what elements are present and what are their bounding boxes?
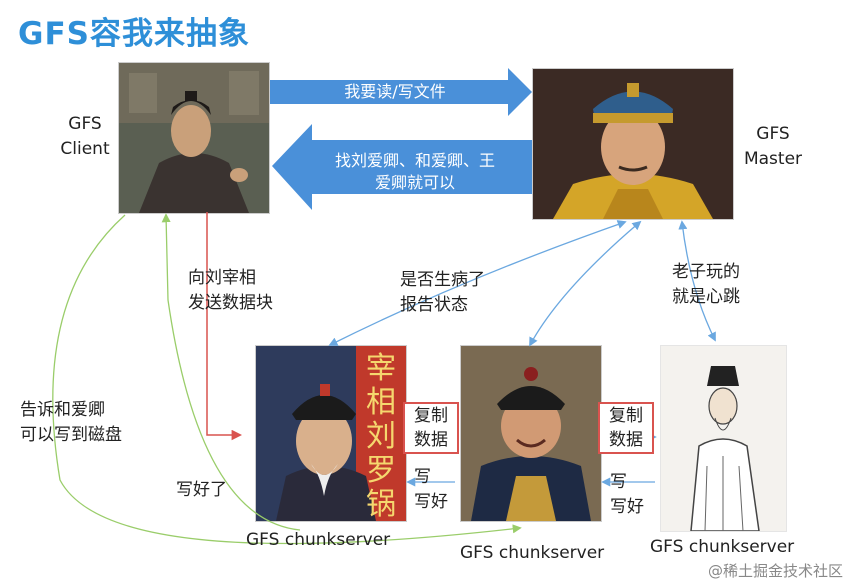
master-label-line2: Master (743, 149, 803, 169)
read-write-text: 我要读/写文件 (344, 82, 446, 101)
send-block-line1: 向刘宰相 (188, 268, 256, 288)
sick-report-line2: 报告状态 (400, 295, 468, 315)
chunkserver-1-portrait: 宰相刘罗锅 (255, 345, 407, 522)
written-label: 写好了 (176, 480, 227, 500)
read-write-arrow (270, 68, 532, 116)
master-portrait (532, 68, 734, 220)
replicate-box-2: 复制 数据 (598, 402, 654, 454)
chunkserver-1-label: GFS chunkserver (246, 530, 391, 550)
chunkserver-3-portrait (660, 345, 787, 532)
chunkserver-3-label: GFS chunkserver (650, 537, 795, 557)
heartbeat-line2: 就是心跳 (672, 287, 740, 307)
master-label: GFS Master (738, 122, 808, 172)
return-text: 找刘爱卿、和爱卿、王 爱卿就可以 (300, 150, 530, 194)
replicate-box-1-line1: 复制 (414, 406, 448, 426)
written-return-line (161, 213, 301, 531)
write-label-2-line1: 写 (610, 472, 627, 492)
client-label-line2: Client (60, 139, 110, 159)
client-portrait (118, 62, 270, 214)
heartbeat-line (678, 220, 716, 342)
replicate-box-2-line2: 数据 (609, 430, 643, 450)
write-label-1-line2: 写好 (414, 492, 448, 512)
master-label-line1: GFS (756, 124, 790, 144)
sick-report-line1: 是否生病了 (400, 270, 485, 290)
client-label: GFS Client (55, 112, 115, 162)
write-label-1-line1: 写 (414, 467, 431, 487)
chunkserver-2-portrait (460, 345, 602, 522)
poster-title: 宰相刘罗锅 (366, 351, 396, 522)
tell-disk-line (52, 214, 522, 545)
send-block-line (206, 212, 243, 441)
status-report-line-2 (529, 220, 642, 347)
return-text-line2: 爱卿就可以 (374, 173, 455, 192)
chunkserver-2-label: GFS chunkserver (460, 543, 605, 563)
sick-report-label: 是否生病了 报告状态 (400, 268, 485, 318)
write-label-1: 写 写好 (410, 465, 448, 515)
tell-disk-line2: 可以写到磁盘 (20, 425, 122, 445)
tell-disk-label: 告诉和爱卿 可以写到磁盘 (20, 398, 122, 448)
return-arrow (272, 124, 532, 210)
write-label-2: 写 写好 (606, 470, 644, 520)
return-text-line1: 找刘爱卿、和爱卿、王 (334, 151, 495, 170)
heartbeat-label: 老子玩的 就是心跳 (672, 260, 740, 310)
slide-title: GFS容我来抽象 (18, 16, 250, 52)
tell-disk-line1: 告诉和爱卿 (20, 400, 105, 420)
heartbeat-line1: 老子玩的 (672, 262, 740, 282)
replicate-box-2-line1: 复制 (609, 406, 643, 426)
write-label-2-line2: 写好 (610, 497, 644, 517)
send-block-line2: 发送数据块 (188, 293, 273, 313)
watermark: @稀土掘金技术社区 (708, 562, 844, 580)
replicate-box-1-line2: 数据 (414, 430, 448, 450)
send-block-label: 向刘宰相 发送数据块 (188, 266, 273, 316)
client-label-line1: GFS (68, 114, 102, 134)
replicate-box-1: 复制 数据 (403, 402, 459, 454)
